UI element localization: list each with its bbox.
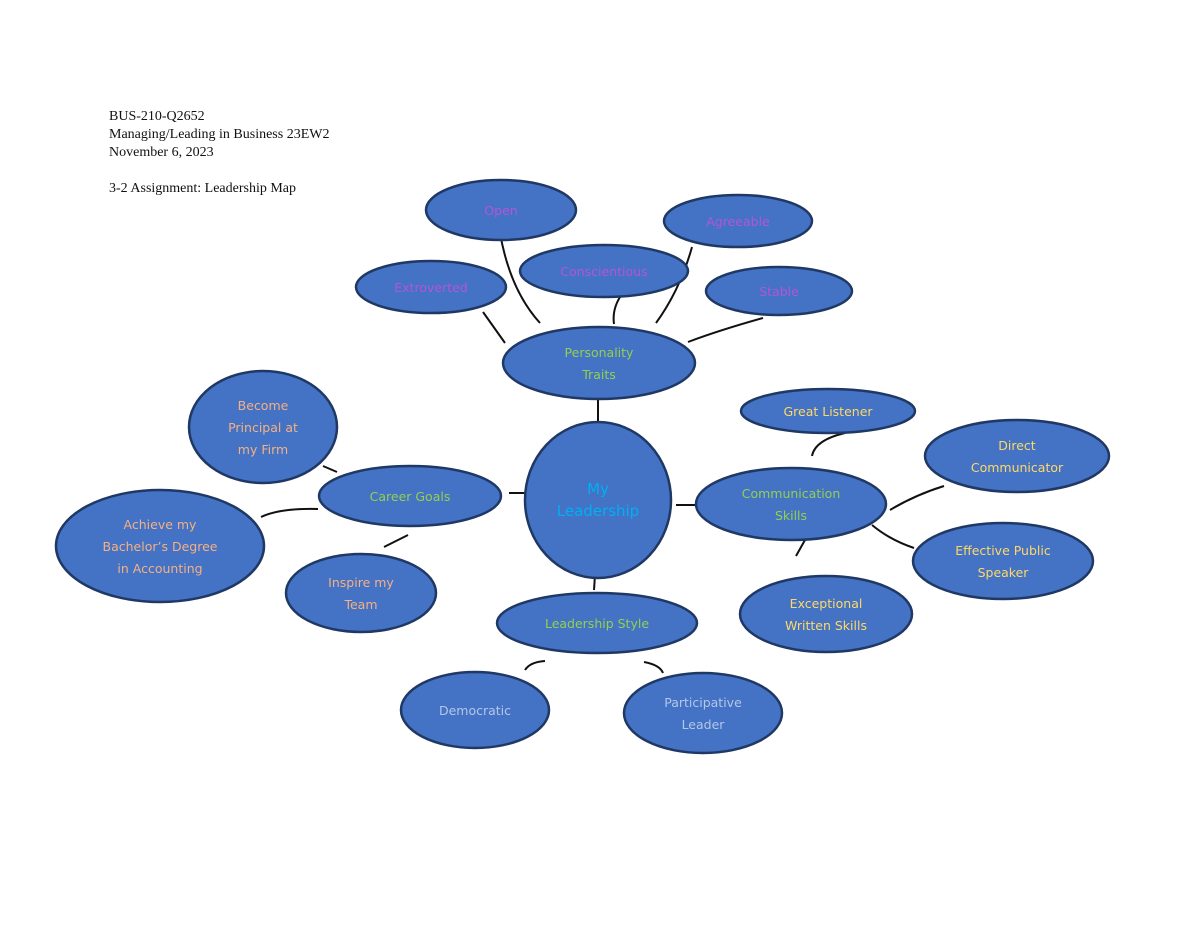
style-participative-label: Leader [682,717,726,732]
goal-bachelors-degree-ellipse [54,488,266,604]
connector-line [643,661,664,674]
trait-open-node: Open [424,178,578,242]
category-communication-skills-label: Skills [775,508,807,523]
connector-line [655,246,693,324]
assignment-title: 3-2 Assignment: Leadership Map [109,181,297,196]
category-personality-traits-label: Personality [565,345,635,360]
connector-line [260,507,319,518]
trait-conscientious-label: Conscientious [560,264,647,279]
center-label: Leadership [557,502,639,520]
trait-stable-node: Stable [704,265,854,317]
connector-line [889,485,945,511]
category-career-goals-label: Career Goals [370,489,451,504]
category-personality-traits-label: Traits [581,367,615,382]
style-democratic-ellipse [399,670,551,750]
skill-written-label: Exceptional [790,596,863,611]
trait-extroverted-node: Extroverted [354,259,508,315]
goal-become-principal-label: my Firm [238,442,288,457]
connector-line [322,465,338,473]
center-label: My [587,480,609,498]
category-career-goals-node: Career Goals [317,464,503,528]
trait-agreeable-label: Agreeable [706,214,770,229]
goal-bachelors-degree-label: Bachelor’s Degree [103,539,218,554]
trait-extroverted-label: Extroverted [394,280,467,295]
goal-become-principal-ellipse [187,369,339,485]
trait-agreeable-node: Agreeable [662,193,814,249]
connector-line [811,432,846,457]
skill-great-listener-ellipse [739,387,917,435]
connectors [260,232,945,674]
style-democratic-node: Democratic [399,670,551,750]
goal-inspire-team-label: Team [343,597,377,612]
trait-conscientious-ellipse [518,243,690,299]
trait-conscientious-node: Conscientious [518,243,690,299]
category-leadership-style-ellipse [495,591,699,655]
trait-open-label: Open [484,203,517,218]
goal-inspire-team-label: Inspire my [328,575,394,590]
skill-great-listener-label: Great Listener [783,404,873,419]
skill-written-label: Written Skills [785,618,867,633]
style-participative-ellipse [622,671,784,755]
skill-direct-communicator-ellipse [923,418,1111,494]
skill-direct-communicator-label: Direct [998,438,1036,453]
trait-stable-label: Stable [759,284,799,299]
skill-public-speaker-label: Effective Public [955,543,1051,558]
skill-direct-communicator-label: Communicator [971,460,1064,475]
trait-agreeable-ellipse [662,193,814,249]
category-leadership-style-node: Leadership Style [495,591,699,655]
connector-line [687,317,764,343]
goal-bachelors-degree-node: Achieve my Bachelor’s Degree in Accounting [54,488,266,604]
trait-stable-ellipse [704,265,854,317]
connector-line [871,524,915,549]
goal-become-principal-label: Principal at [228,420,298,435]
connector-line [383,534,409,548]
date: November 6, 2023 [109,145,214,160]
style-democratic-label: Democratic [439,703,511,718]
connector-line [612,296,621,325]
connector-line [524,660,546,671]
skill-great-listener-node: Great Listener [739,387,917,435]
course-code: BUS-210-Q2652 [109,109,205,124]
skill-written-ellipse [738,574,914,654]
center-ellipse [523,420,673,580]
category-communication-skills-ellipse [694,466,888,542]
class-name: Managing/Leading in Business 23EW2 [109,127,330,142]
trait-extroverted-ellipse [354,259,508,315]
goal-inspire-team-ellipse [284,552,438,634]
connector-line [499,232,541,324]
connector-line [482,311,506,344]
trait-open-ellipse [424,178,578,242]
category-leadership-style-label: Leadership Style [545,616,649,631]
goal-bachelors-degree-label: in Accounting [117,561,202,576]
goal-bachelors-degree-label: Achieve my [124,517,198,532]
skill-public-speaker-ellipse [911,521,1095,601]
category-communication-skills-label: Communication [742,486,841,501]
style-participative-label: Participative [664,695,742,710]
skill-public-speaker-label: Speaker [978,565,1030,580]
goal-inspire-team-node: Inspire my Team [284,552,438,634]
category-career-goals-ellipse [317,464,503,528]
connector-line [795,539,806,557]
category-personality-traits-ellipse [501,325,697,401]
goal-become-principal-label: Become [238,398,289,413]
